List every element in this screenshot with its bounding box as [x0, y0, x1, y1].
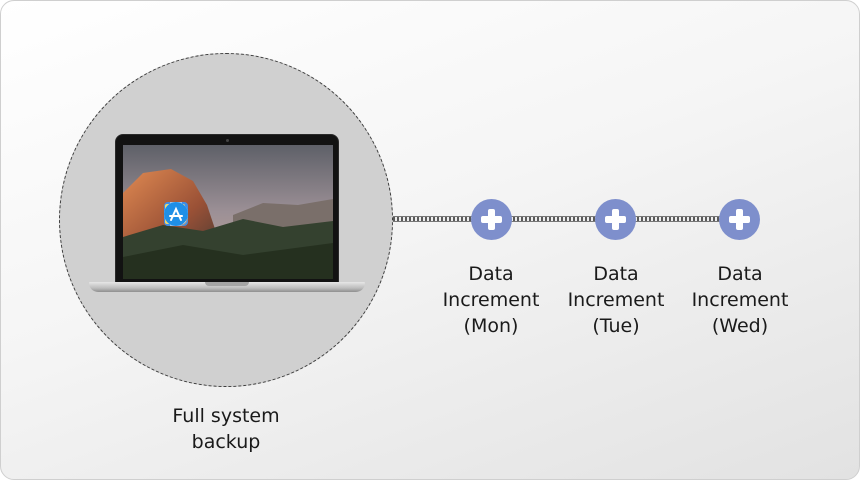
laptop-camera: [226, 139, 229, 142]
full-backup-label-line2: backup: [191, 431, 261, 453]
laptop-base: [89, 282, 365, 292]
full-backup-label: Full system backup: [151, 403, 301, 455]
laptop-image: [89, 134, 365, 296]
increment-label-line3: (Mon): [463, 315, 519, 337]
laptop-screen: [123, 145, 333, 279]
increment-node-mon: [471, 199, 512, 240]
increment-label-line1: Data: [593, 263, 639, 285]
laptop-lid: [115, 134, 339, 284]
increment-label-line2: Increment: [691, 289, 789, 311]
increment-label-line1: Data: [468, 263, 514, 285]
increment-label-line1: Data: [717, 263, 763, 285]
increment-node-wed: [719, 199, 760, 240]
increment-label-line3: (Wed): [711, 315, 769, 337]
full-backup-label-line1: Full system: [172, 405, 280, 427]
increment-label-line2: Increment: [442, 289, 540, 311]
app-store-icon[interactable]: [163, 201, 189, 227]
increment-node-tue: [595, 199, 636, 240]
increment-label-tue: Data Increment (Tue): [556, 261, 676, 339]
laptop-notch: [205, 282, 249, 286]
increment-connector-line: [393, 216, 741, 222]
increment-label-mon: Data Increment (Mon): [431, 261, 551, 339]
increment-label-line2: Increment: [567, 289, 665, 311]
wallpaper-mountain: [123, 145, 333, 279]
increment-label-wed: Data Increment (Wed): [680, 261, 800, 339]
increment-label-line3: (Tue): [592, 315, 640, 337]
